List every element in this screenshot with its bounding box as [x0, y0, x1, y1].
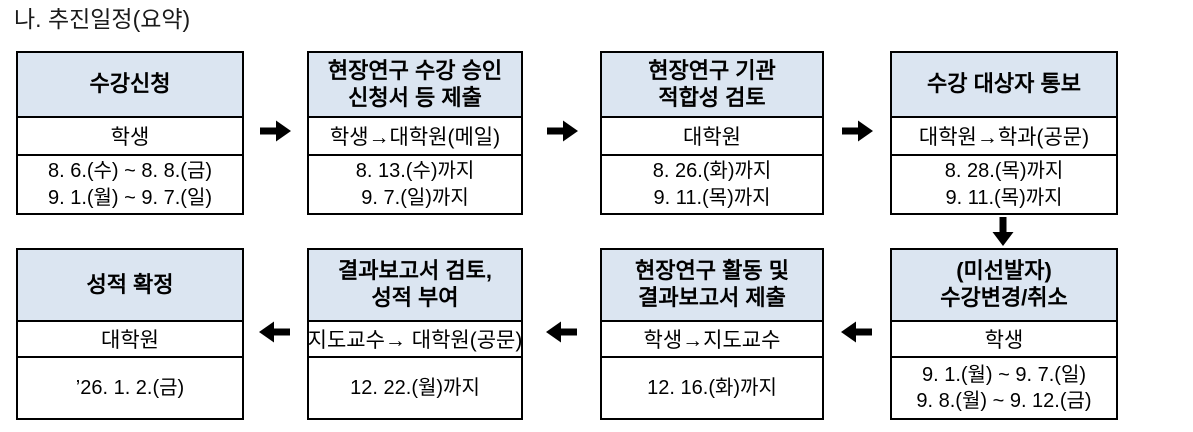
flow-box-title: 현장연구 활동 및 결과보고서 제출 [602, 250, 822, 322]
flow-box-dates: 12. 22.(월)까지 [350, 376, 480, 399]
flow-box-enrollee-notification: 수강 대상자 통보 대학원→학과(공문) 8. 28.(목)까지 9. 11.(… [890, 51, 1118, 215]
flow-box-actor: 학생→대학원(메일) [309, 118, 521, 156]
flow-box-actor: 지도교수→ 대학원(공문) [308, 322, 522, 358]
flow-box-title: 수강 대상자 통보 [892, 53, 1116, 118]
flow-box-actor: 학생 [892, 322, 1116, 358]
flow-box-dates: 8. 28.(목)까지 9. 11.(목)까지 [944, 160, 1064, 209]
flow-box-enrollment-change-cancel: (미선발자) 수강변경/취소 학생 9. 1.(월) ~ 9. 7.(일) 9.… [890, 248, 1118, 420]
section-title: 나. 추진일정(요약) [14, 6, 191, 32]
flow-box-title: 현장연구 수강 승인 신청서 등 제출 [309, 53, 521, 118]
flow-box-actor: 대학원→학과(공문) [892, 118, 1116, 156]
flow-arrow-right-icon [840, 118, 874, 144]
flow-box-actor: 학생→지도교수 [602, 322, 822, 358]
flow-box-dates: 9. 1.(월) ~ 9. 7.(일) 9. 8.(월) ~ 9. 12.(금) [916, 363, 1092, 412]
flow-box-course-registration: 수강신청 학생 8. 6.(수) ~ 8. 8.(금) 9. 1.(월) ~ 9… [16, 51, 244, 215]
flow-box-title: 결과보고서 검토, 성적 부여 [309, 250, 521, 322]
flow-box-actor: 학생 [18, 118, 242, 156]
flow-arrow-left-icon [545, 319, 579, 345]
flow-arrow-right-icon [545, 118, 579, 144]
flow-box-field-research-report-submission: 현장연구 활동 및 결과보고서 제출 학생→지도교수 12. 16.(화)까지 [600, 248, 824, 420]
flow-box-title: (미선발자) 수강변경/취소 [892, 250, 1116, 322]
flow-box-dates: 8. 13.(수)까지 9. 7.(일)까지 [355, 160, 475, 209]
flow-box-actor: 대학원 [602, 118, 822, 156]
flow-arrow-left-icon [840, 319, 874, 345]
flow-box-dates: 8. 26.(화)까지 9. 11.(목)까지 [652, 160, 772, 209]
flow-box-dates: ’26. 1. 2.(금) [75, 376, 185, 399]
flow-box-title: 현장연구 기관 적합성 검토 [602, 53, 822, 118]
flow-box-institution-suitability-review: 현장연구 기관 적합성 검토 대학원 8. 26.(화)까지 9. 11.(목)… [600, 51, 824, 215]
flow-box-grade-finalization: 성적 확정 대학원 ’26. 1. 2.(금) [16, 248, 244, 420]
flow-box-dates: 8. 6.(수) ~ 8. 8.(금) 9. 1.(월) ~ 9. 7.(일) [47, 160, 213, 209]
flow-box-report-review-grading: 결과보고서 검토, 성적 부여 지도교수→ 대학원(공문) 12. 22.(월)… [307, 248, 523, 420]
flow-arrow-right-icon [258, 118, 292, 144]
flow-box-application-submission: 현장연구 수강 승인 신청서 등 제출 학생→대학원(메일) 8. 13.(수)… [307, 51, 523, 215]
flow-box-dates: 12. 16.(화)까지 [647, 376, 777, 399]
flow-box-title: 성적 확정 [18, 250, 242, 322]
flow-box-title: 수강신청 [18, 53, 242, 118]
flow-arrow-down-icon [990, 215, 1016, 247]
flow-arrow-left-icon [258, 319, 292, 345]
flow-box-actor: 대학원 [18, 322, 242, 358]
